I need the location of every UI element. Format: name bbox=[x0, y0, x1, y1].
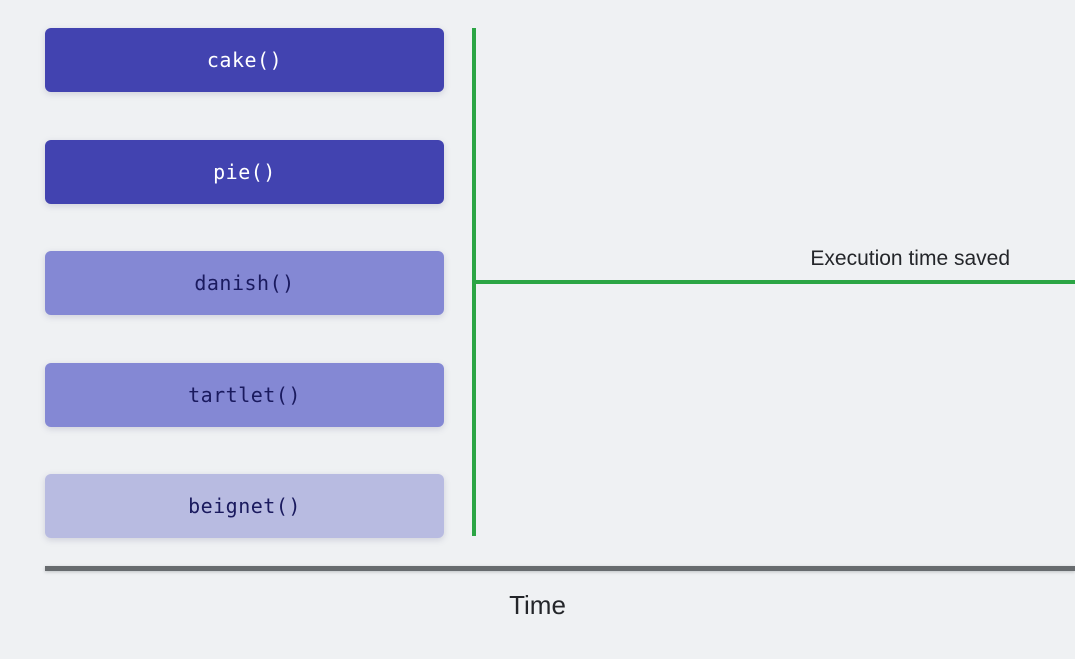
function-bar-pie[interactable]: pie() bbox=[45, 140, 444, 204]
function-bar-label: cake() bbox=[206, 48, 283, 72]
time-axis-label: Time bbox=[509, 590, 566, 620]
saved-bracket-horizontal-line bbox=[472, 280, 1075, 284]
execution-time-saved-label: Execution time saved bbox=[810, 247, 1010, 270]
function-bar-beignet[interactable]: beignet() bbox=[45, 474, 444, 538]
function-bar-label: tartlet() bbox=[188, 383, 301, 407]
function-bar-tartlet[interactable]: tartlet() bbox=[45, 363, 444, 427]
function-bar-label: beignet() bbox=[188, 494, 301, 518]
function-bar-danish[interactable]: danish() bbox=[45, 251, 444, 315]
time-axis-line bbox=[45, 566, 1075, 571]
function-bar-cake[interactable]: cake() bbox=[45, 28, 444, 92]
function-bar-label: pie() bbox=[213, 160, 276, 184]
function-bar-label: danish() bbox=[194, 271, 295, 295]
